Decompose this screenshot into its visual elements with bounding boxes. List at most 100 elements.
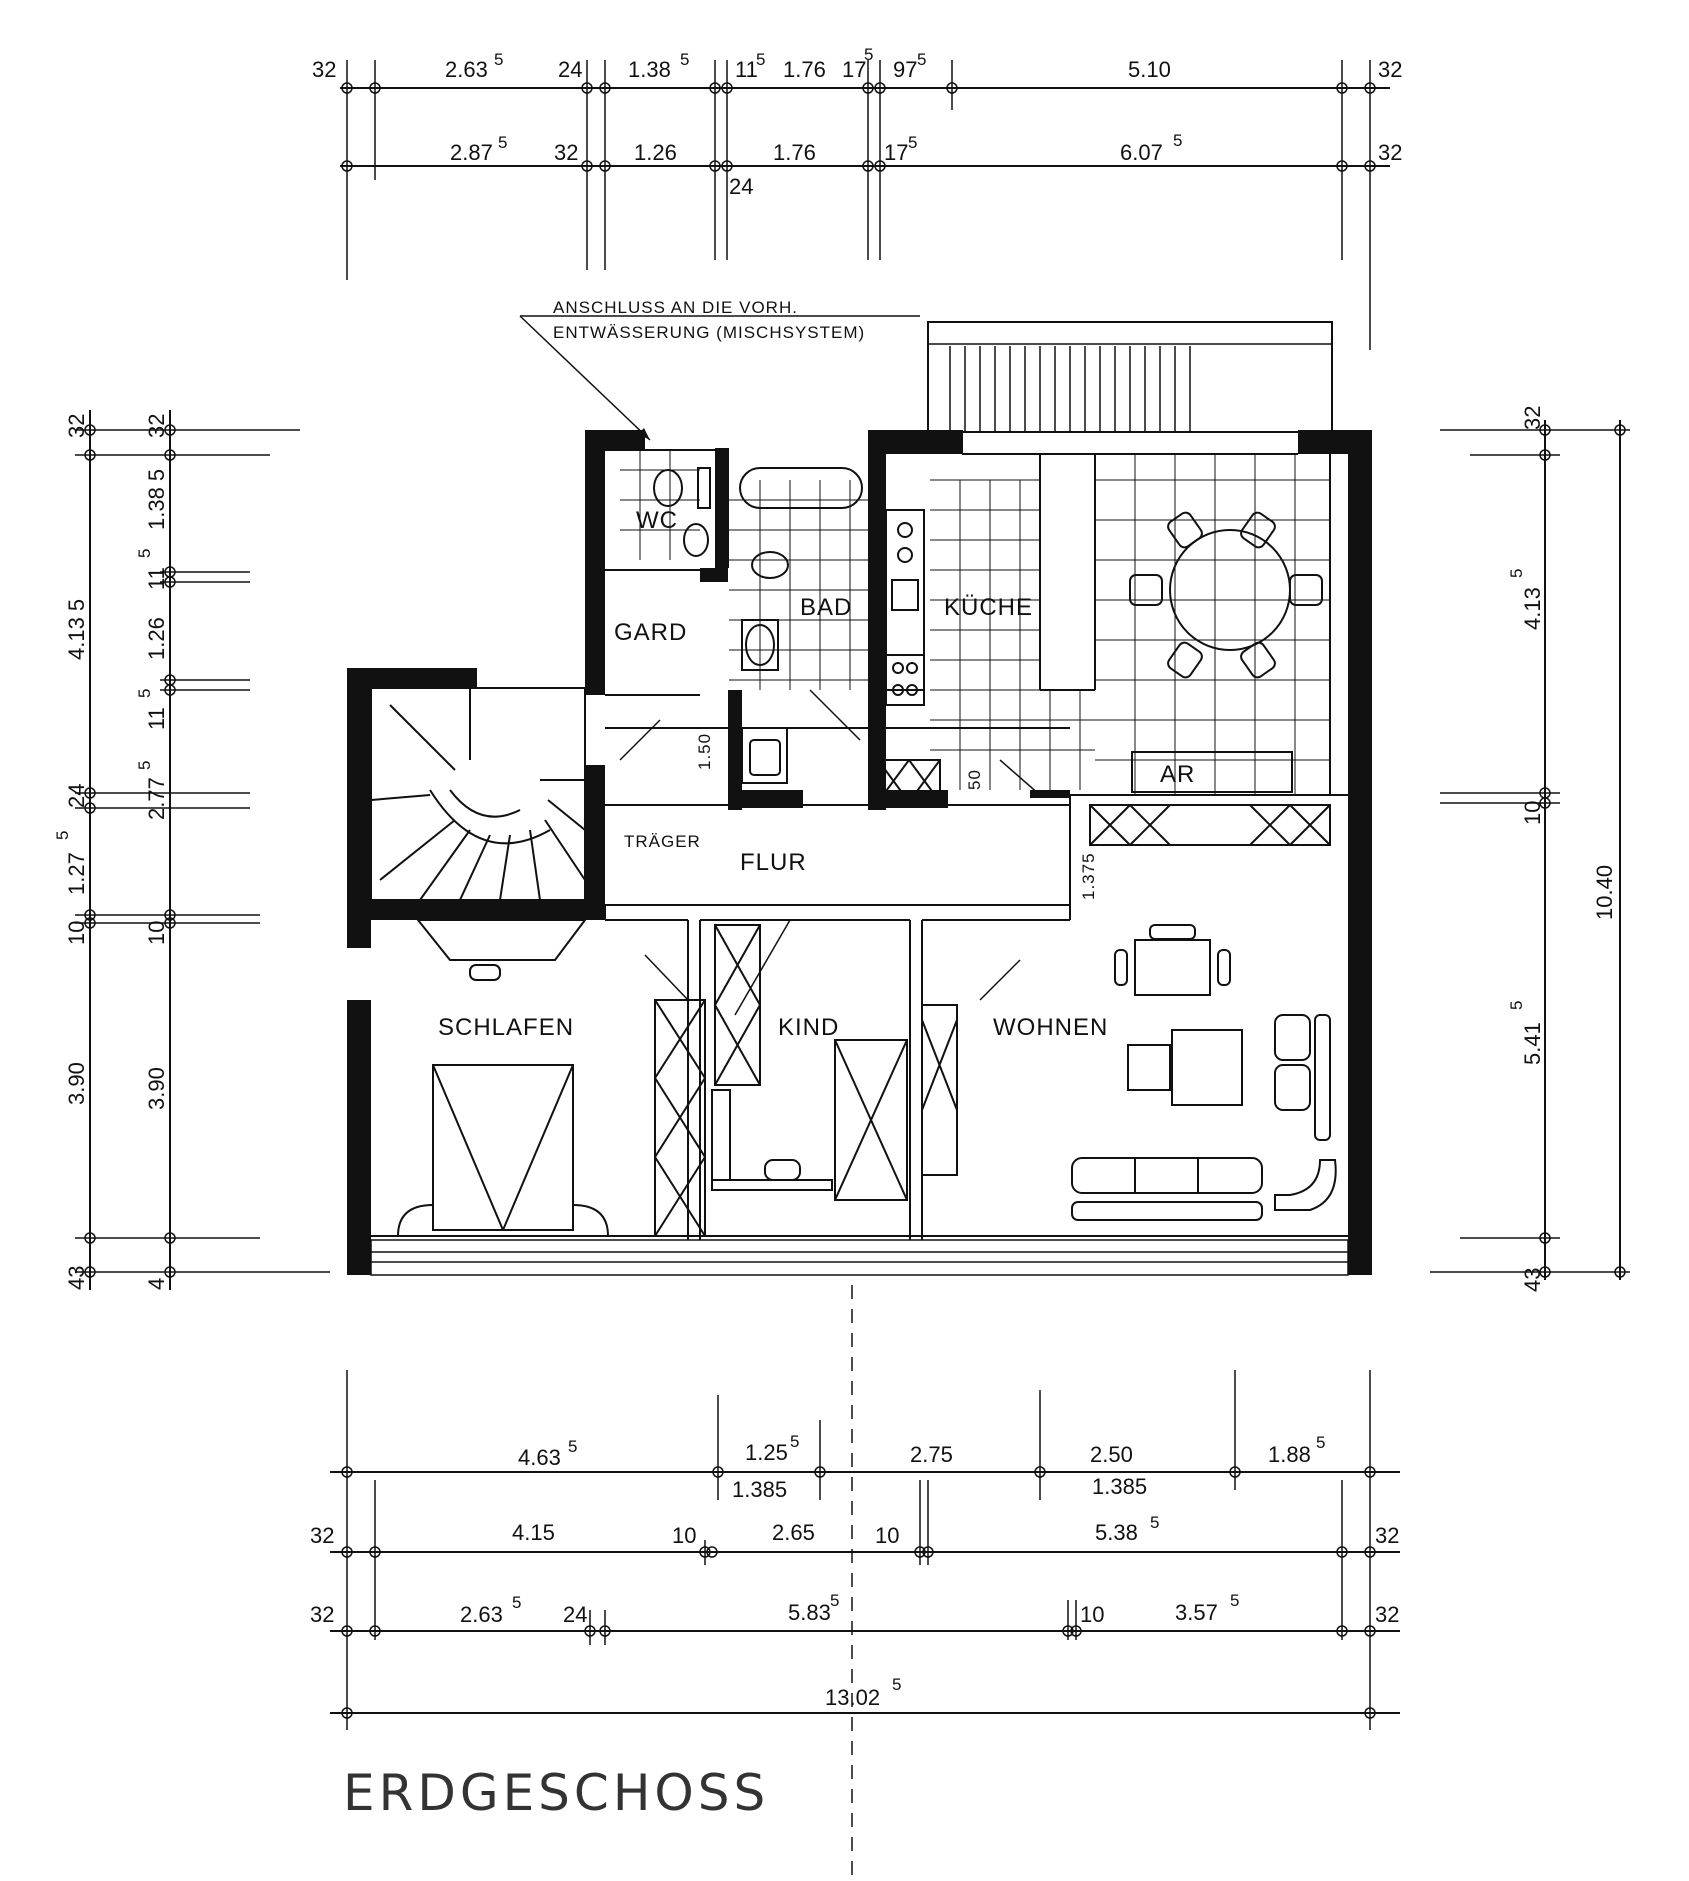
bot1-dim-0-sup: 5 <box>568 1437 577 1456</box>
left-outer-1: 4.13 5 <box>64 599 89 660</box>
left-inner-8: 4 <box>144 1278 169 1290</box>
child-bed <box>834 1039 908 1201</box>
top2-dim-4: 1.76 <box>773 140 816 165</box>
bot2-dim-2: 10 <box>672 1523 696 1548</box>
bot3-dim-1: 2.63 <box>460 1602 503 1627</box>
left-inner-4-sup: 5 <box>135 689 154 698</box>
top2-dim-7: 32 <box>1378 140 1402 165</box>
room-label-flur: FLUR <box>740 849 807 876</box>
left-inner-7: 3.90 <box>144 1067 169 1110</box>
note-line1: ANSCHLUSS AN DIE VORH. <box>553 298 798 317</box>
bot1-dim-5: 1.385 <box>1092 1474 1147 1499</box>
top1-dim-6: 17 <box>842 57 866 82</box>
bot1-dim-0: 4.63 <box>518 1445 561 1470</box>
bot2-dim-5-sup: 5 <box>1150 1513 1159 1532</box>
left-inner-6: 10 <box>144 921 169 945</box>
wardrobe-kind <box>714 924 761 1086</box>
walls <box>347 430 1372 1276</box>
bot1-dim-1: 1.25 <box>745 1440 788 1465</box>
top2-dim-6-sup: 5 <box>1173 131 1182 150</box>
bot3-dim-5: 3.57 <box>1175 1600 1218 1625</box>
terrace <box>927 321 1333 433</box>
shower-icon <box>741 727 788 784</box>
bot3-dim-3: 5.83 <box>788 1600 831 1625</box>
top1-dim-1-sup: 5 <box>494 50 503 69</box>
top2-dim-1: 32 <box>554 140 578 165</box>
toilet-icon-2 <box>683 523 709 557</box>
bot1-dim-2: 1.385 <box>732 1477 787 1502</box>
bottom-total-sup: 5 <box>892 1675 901 1694</box>
plan-title: ERDGESCHOSS <box>343 1764 769 1822</box>
bot3-dim-0: 32 <box>310 1602 334 1627</box>
coffee-table-icon <box>1171 1029 1243 1106</box>
drainage-note: ANSCHLUSS AN DIE VORH. ENTWÄSSERUNG (MIS… <box>519 298 920 441</box>
top1-dim-3-sup: 5 <box>680 50 689 69</box>
top2-dim-5: 17 <box>884 140 908 165</box>
room-label-kueche: KÜCHE <box>944 594 1033 621</box>
bath-tiles <box>620 450 868 690</box>
room-label-bad: BAD <box>800 594 852 621</box>
dining-table-icon <box>1169 529 1291 651</box>
bot2-dim-1: 4.15 <box>512 1520 555 1545</box>
room-label-kind: KIND <box>778 1014 839 1041</box>
door-swings <box>619 689 1041 1016</box>
label-traeger: TRÄGER <box>624 832 701 851</box>
bot2-dim-4: 10 <box>875 1523 899 1548</box>
right-dim-total: 10.40 <box>1592 865 1617 920</box>
desk-icon <box>1134 939 1211 996</box>
note-line2: ENTWÄSSERUNG (MISCHSYSTEM) <box>553 323 865 342</box>
bot2-dim-0: 32 <box>310 1523 334 1548</box>
top1-dim-0: 32 <box>312 57 336 82</box>
top2-dim-0: 2.87 <box>450 140 493 165</box>
bot1-dim-1-sup: 5 <box>790 1432 799 1451</box>
room-label-gard: GARD <box>614 619 687 646</box>
bathtub-icon <box>739 467 863 509</box>
left-dimension-chains: 32 4.13 5 24 1.275 10 3.90 43 32 1.38 5 … <box>53 410 330 1290</box>
bot3-dim-5-sup: 5 <box>1230 1591 1239 1610</box>
room-label-wc: WC <box>636 507 678 534</box>
bot3-dim-4: 10 <box>1080 1602 1104 1627</box>
top1-dim-9: 32 <box>1378 57 1402 82</box>
bath-toilet-icon <box>751 551 789 579</box>
top1-dim-8: 5.10 <box>1128 57 1171 82</box>
left-outer-3-sup: 5 <box>53 831 72 840</box>
fixtures <box>370 467 1337 1237</box>
left-outer-4: 10 <box>64 921 89 945</box>
bot2-dim-6: 32 <box>1375 1523 1399 1548</box>
dim-1375: 1.375 <box>1079 852 1098 900</box>
top1-dim-1: 2.63 <box>445 57 488 82</box>
room-labels: WC BAD KÜCHE GARD AR TRÄGER FLUR SCHLAFE… <box>438 507 1195 1041</box>
room-label-wohnen: WOHNEN <box>993 1014 1108 1041</box>
double-bed <box>432 1064 574 1231</box>
left-inner-0: 32 <box>144 414 169 438</box>
left-outer-5: 3.90 <box>64 1062 89 1105</box>
dim-150: 1.50 <box>695 733 714 770</box>
bot3-dim-6: 32 <box>1375 1602 1399 1627</box>
left-inner-2-sup: 5 <box>135 549 154 558</box>
right-dim-1: 4.13 <box>1520 587 1545 630</box>
top2-dim-5-sup: 5 <box>908 133 917 152</box>
left-outer-3: 1.27 <box>64 852 89 895</box>
room-label-schlafen: SCHLAFEN <box>438 1014 574 1041</box>
top1-dim-2: 24 <box>558 57 582 82</box>
right-dim-3: 5.41 <box>1520 1022 1545 1065</box>
bot1-dim-6: 1.88 <box>1268 1442 1311 1467</box>
bot1-dim-3: 2.75 <box>910 1442 953 1467</box>
bot1-dim-4: 2.50 <box>1090 1442 1133 1467</box>
right-dimension-chains: 32 4.135 10 5.415 43 10.40 <box>1430 406 1630 1292</box>
sofa-icon <box>1071 1157 1263 1194</box>
wardrobe-schlafen <box>654 999 706 1237</box>
bot3-dim-2: 24 <box>563 1602 587 1627</box>
room-label-ar: AR <box>1160 761 1195 788</box>
dim-50: 50 <box>965 769 984 790</box>
top2-dim-0-sup: 5 <box>498 133 507 152</box>
partitions <box>371 449 1348 1240</box>
kitchen-tiles <box>930 454 1330 795</box>
left-outer-6: 43 <box>64 1266 89 1290</box>
left-inner-5: 2.77 <box>144 777 169 820</box>
bot3-dim-1-sup: 5 <box>512 1593 521 1612</box>
top1-dim-7: 97 <box>893 57 917 82</box>
top1-dim-4-sup: 5 <box>756 50 765 69</box>
